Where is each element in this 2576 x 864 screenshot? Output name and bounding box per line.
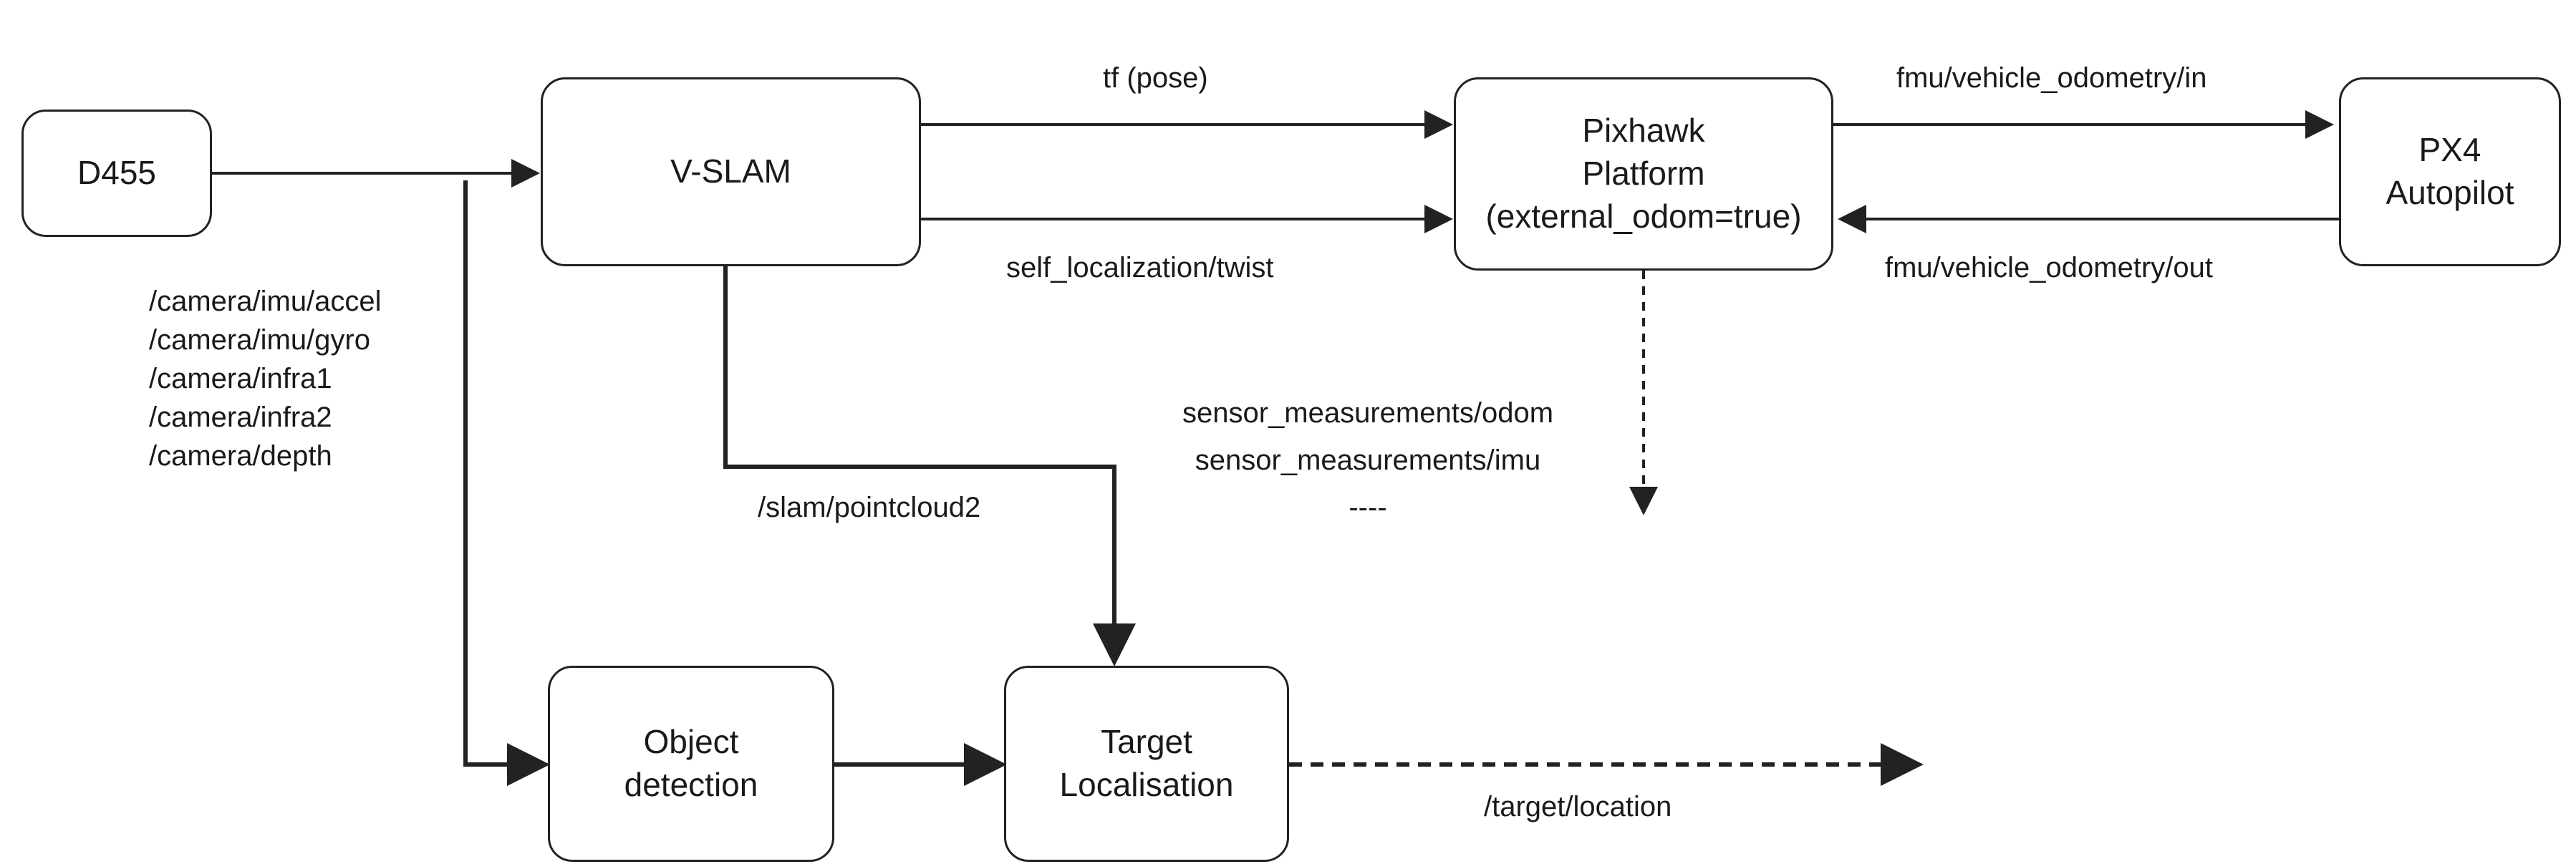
camera-topic-accel: /camera/imu/accel [149,286,382,317]
node-d455: D455 [21,110,212,237]
sensor-topic-odom: sensor_measurements/odom [1182,397,1554,429]
edge-camera-to-object-detection [463,180,550,786]
node-vslam: V-SLAM [541,77,921,266]
node-target-localisation: Target Localisation [1004,666,1289,862]
label-slam-pointcloud: /slam/pointcloud2 [758,492,981,523]
label-tf-pose: tf (pose) [1103,62,1208,94]
label-odometry-in: fmu/vehicle_odometry/in [1896,62,2207,94]
node-object-detection-line-1: Object [643,723,739,761]
node-pixhawk-line-1: Pixhawk [1582,112,1705,150]
edge-slam-pointcloud [723,266,1136,666]
node-d455-label: D455 [77,154,156,192]
node-object-detection: Object detection [548,666,834,862]
label-target-location: /target/location [1484,791,1672,822]
label-odometry-out: fmu/vehicle_odometry/out [1885,252,2214,283]
node-pixhawk-line-2: Platform [1582,155,1705,193]
node-target-localisation-line-2: Localisation [1059,766,1234,803]
sensor-topic-more: ---- [1349,492,1387,523]
label-sensor-topics: sensor_measurements/odom sensor_measurem… [1132,389,1604,531]
label-camera-topics: /camera/imu/accel /camera/imu/gyro /came… [149,282,382,475]
camera-topic-depth: /camera/depth [149,440,332,472]
node-vslam-label: V-SLAM [670,152,791,190]
node-px4-line-2: Autopilot [2386,174,2514,211]
label-self-localization-twist: self_localization/twist [1006,252,1274,283]
node-pixhawk: Pixhawk Platform (external_odom=true) [1454,77,1833,271]
node-px4: PX4 Autopilot [2339,77,2561,266]
node-target-localisation-line-1: Target [1101,723,1192,761]
camera-topic-infra2: /camera/infra2 [149,402,332,433]
node-object-detection-line-2: detection [624,766,758,803]
node-px4-line-1: PX4 [2418,131,2481,169]
camera-topic-infra1: /camera/infra1 [149,363,332,394]
node-pixhawk-line-3: (external_odom=true) [1485,197,1802,235]
sensor-topic-imu: sensor_measurements/imu [1195,445,1541,476]
camera-topic-gyro: /camera/imu/gyro [149,324,370,356]
